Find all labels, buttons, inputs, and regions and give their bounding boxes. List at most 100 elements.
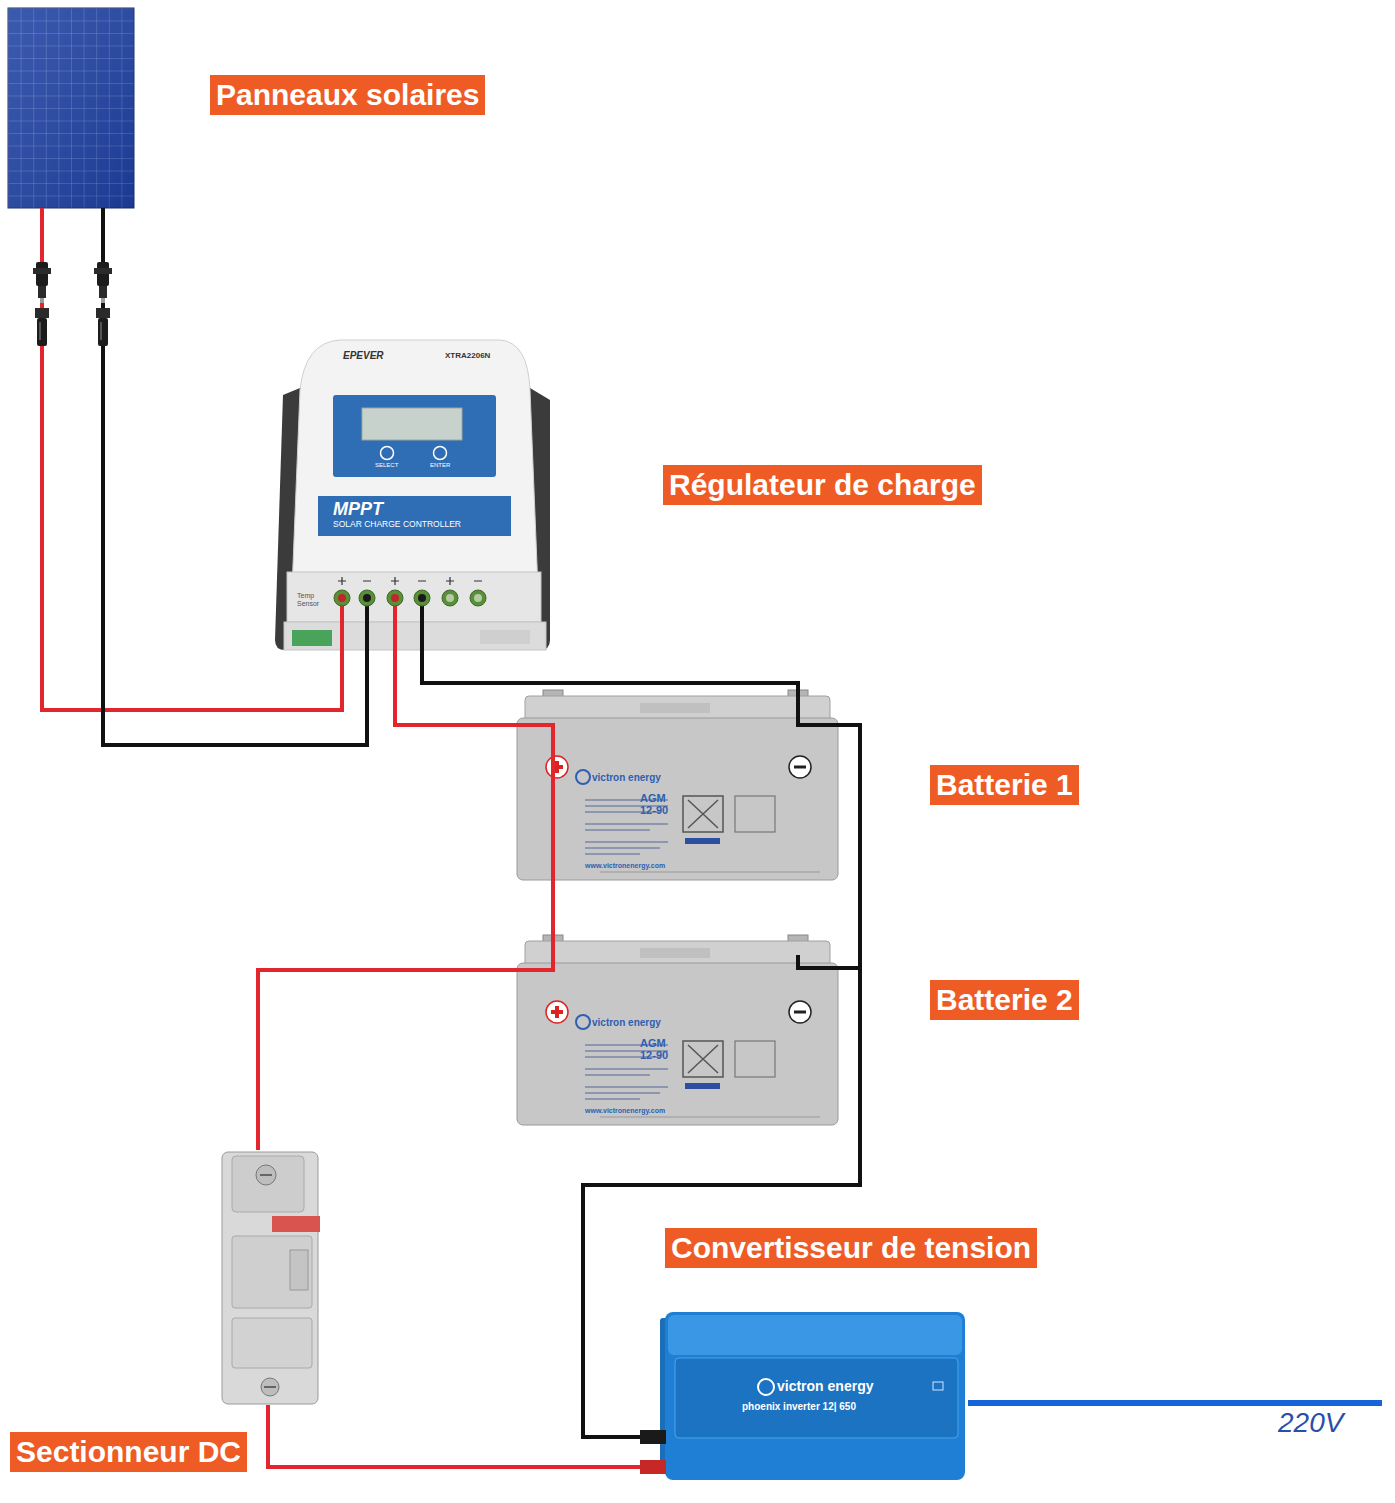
battery-part (794, 1011, 806, 1014)
battery-part (688, 800, 718, 828)
controller-terminals-part (387, 590, 403, 606)
battery-part (600, 1117, 820, 1118)
battery-part (789, 1001, 811, 1023)
component-box: Batterie 2 (517, 945, 838, 1125)
controller-terminals (334, 590, 486, 606)
component-label: Batterie 1 (930, 765, 1079, 805)
inverter-part (933, 1382, 943, 1390)
charge-controller-part (287, 572, 541, 622)
cable (268, 1405, 640, 1467)
battery-part (517, 963, 838, 1125)
inverter-part (665, 1312, 965, 1480)
ac-output-line-part (968, 1400, 1382, 1406)
mc4-connector (33, 262, 51, 346)
controller-terminals-part (442, 590, 458, 606)
component-label: Sectionneur DC (10, 1432, 247, 1472)
component-box: Sectionneur DC (220, 1150, 320, 1405)
controller-terminals-part (470, 590, 486, 606)
device-marking: victron energy (592, 1017, 661, 1028)
mc4-connector-part (40, 298, 44, 303)
cable (258, 970, 517, 1150)
battery-part (600, 872, 820, 873)
battery-part (683, 1041, 723, 1077)
mc4-connector-part (99, 286, 107, 298)
dc-disconnect-part (290, 1250, 308, 1290)
battery-part (640, 703, 710, 713)
solar-panel-part (8, 8, 134, 208)
mc4-connector-part (38, 286, 46, 298)
dc-disconnect-part (232, 1318, 312, 1368)
cable (551, 880, 555, 945)
controller-terminals-part (338, 594, 346, 602)
device-marking: phoenix inverter 12| 650 (742, 1401, 856, 1412)
controller-terminals-part (363, 594, 371, 602)
component-label: Batterie 2 (930, 980, 1079, 1020)
battery-part (551, 1006, 563, 1018)
controller-terminals-part (359, 590, 375, 606)
device-marking: ENTER (430, 462, 450, 469)
cable (422, 650, 798, 700)
dc-disconnect-part (261, 1378, 279, 1396)
cable (838, 725, 860, 968)
inverter-part (675, 1358, 958, 1438)
inverter-part (758, 1379, 774, 1395)
device-marking: victron energy (777, 1379, 873, 1394)
battery-part (789, 756, 811, 778)
battery-part (794, 766, 806, 769)
battery-part (685, 1083, 720, 1089)
battery-part (688, 1045, 718, 1073)
dc-disconnect-part (260, 1174, 272, 1176)
solar-panel (8, 8, 134, 208)
charge-controller-part (338, 577, 482, 585)
battery-part (546, 1001, 568, 1023)
component-label: Convertisseur de tension (665, 1228, 1037, 1268)
battery-part (685, 838, 720, 844)
charge-controller-part (333, 395, 496, 477)
charge-controller-part (381, 447, 394, 460)
controller-terminals-part (414, 590, 430, 606)
dc-disconnect-part (272, 1216, 320, 1232)
inverter-part (640, 1460, 666, 1474)
battery-part (640, 948, 710, 958)
device-marking: SOLAR CHARGE CONTROLLER (333, 520, 461, 529)
controller-terminals-part (334, 590, 350, 606)
battery-part (546, 756, 568, 778)
battery-wire-stubs-part (798, 700, 838, 725)
component-label: Régulateur de charge (663, 465, 982, 505)
component-label: Panneaux solaires (210, 75, 485, 115)
battery-part (735, 796, 775, 832)
cable (583, 968, 860, 1437)
charge-controller-part (434, 447, 447, 460)
charge-controller (275, 340, 550, 650)
charge-controller-part (362, 408, 462, 440)
device-marking: Temp Sensor (297, 592, 327, 607)
charge-controller-part (284, 622, 546, 650)
device-marking: www.victronenergy.com (585, 862, 665, 870)
controller-terminals-part (474, 594, 482, 602)
battery-part (683, 796, 723, 832)
device-marking: victron energy (592, 772, 661, 783)
mc4-connector-part (35, 308, 49, 318)
controller-wire-stubs (342, 598, 422, 650)
device-marking: AGM 12-90 (640, 792, 672, 816)
battery-part (576, 1015, 590, 1029)
battery (517, 690, 838, 880)
mc4-connector-part (39, 322, 41, 340)
device-marking: MPPT (333, 500, 383, 520)
inverter (640, 1312, 965, 1480)
dc-disconnect-part (256, 1165, 276, 1185)
charge-controller-part (292, 630, 332, 646)
cable (103, 208, 367, 745)
mc4-connector (94, 262, 112, 346)
dc-disconnect-part (222, 1152, 318, 1404)
device-marking: AGM 12-90 (640, 1037, 672, 1061)
charge-controller-part (318, 496, 511, 536)
mc4-connector-part (33, 268, 51, 274)
ac-output-line (968, 1403, 1382, 1404)
dc-disconnect-part (232, 1236, 312, 1308)
